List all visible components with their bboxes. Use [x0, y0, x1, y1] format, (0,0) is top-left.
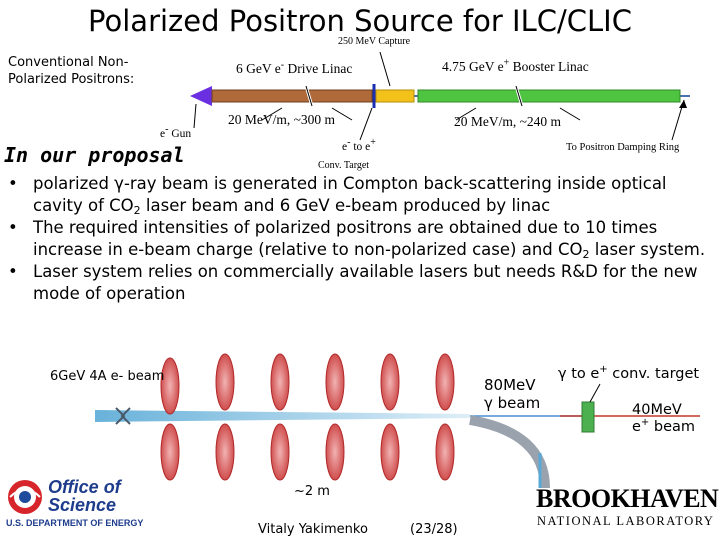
cavity-diagram	[95, 353, 700, 489]
drive-gradient-pointer	[261, 107, 283, 121]
positron-beam-label: 40MeV e+ beam	[632, 402, 696, 435]
doe-logo-icon	[8, 480, 42, 514]
laser-pulse	[380, 353, 400, 411]
capture-pointer	[379, 51, 391, 87]
laser-pulse	[270, 353, 290, 411]
booster-linac-label: 4.75 GeV e+ Booster Linac	[442, 57, 589, 74]
bnl-wordmark: BROOKHAVEN	[536, 484, 719, 513]
conventional-label: Conventional Non- Polarized Positrons:	[8, 54, 134, 88]
laser-pulses-lower	[160, 423, 455, 481]
laser-pulse	[160, 423, 180, 481]
capture-section	[375, 89, 415, 103]
bending-chamber	[469, 415, 550, 489]
doe-line2: Science	[48, 495, 117, 515]
break-mark-line	[305, 85, 313, 107]
electron-beam	[95, 410, 470, 422]
laser-pulse	[160, 357, 180, 415]
laser-pulse	[325, 423, 345, 481]
author-label: Vitaly Yakimenko	[258, 522, 368, 537]
drive-linac-label: 6 GeV e- Drive Linac	[236, 59, 353, 76]
target-pointer	[589, 383, 601, 403]
laser-pulse	[215, 423, 235, 481]
damping-ring-label: To Positron Damping Ring	[566, 142, 680, 153]
bullet-list: polarized γ-ray beam is generated in Com…	[6, 173, 712, 305]
proposal-heading: In our proposal	[4, 143, 185, 167]
electron-gun	[190, 86, 212, 106]
doe-wordmark: Office of Science	[48, 478, 121, 514]
laser-pulse	[435, 423, 455, 481]
conversion-label: e- to e+	[342, 137, 376, 153]
conventional-label-line2: Polarized Positrons:	[8, 72, 135, 87]
target-pointer	[359, 107, 373, 141]
arrow-head	[679, 100, 687, 108]
doe-logo-swoosh	[9, 488, 41, 498]
bullet-item: The required intensities of polarized po…	[6, 217, 712, 261]
conv-target-label: Conv. Target	[318, 160, 370, 171]
laser-pulses-upper	[160, 353, 455, 415]
laser-pulse	[270, 423, 290, 481]
drive-linac-bar	[211, 89, 373, 103]
laser-pulse	[435, 353, 455, 411]
laser-pulse	[380, 423, 400, 481]
booster-gradient-pointer	[455, 107, 477, 121]
booster-gradient-pointer	[559, 107, 581, 121]
capture-label: 250 MeV Capture	[338, 36, 411, 47]
linac-diagram	[190, 51, 690, 141]
doe-logo-core	[19, 491, 31, 503]
beam-focus-icon	[115, 407, 131, 425]
electron-beam-label: 6GeV 4A e- beam	[50, 369, 165, 384]
drive-gradient-label: 20 MeV/m, ~300 m	[228, 112, 336, 127]
bullet-item: polarized γ-ray beam is generated in Com…	[6, 173, 712, 217]
doe-subtitle: U.S. DEPARTMENT OF ENERGY	[6, 518, 144, 528]
booster-gradient-label: 20 MeV/m, ~240 m	[454, 114, 562, 129]
page-number: (23/28)	[410, 522, 458, 537]
conversion-target-block	[581, 401, 595, 433]
slide-title: Polarized Positron Source for ILC/CLIC	[88, 4, 632, 38]
laser-pulse	[215, 353, 235, 411]
distance-label: ~2 m	[294, 484, 330, 499]
break-mark-line	[515, 85, 523, 107]
gun-label: e- Gun	[160, 124, 192, 140]
doe-line1: Office of	[48, 477, 121, 497]
conventional-label-line1: Conventional Non-	[8, 55, 129, 70]
gun-pointer	[193, 103, 197, 129]
booster-linac-bar	[417, 89, 681, 103]
bullet-item: Laser system relies on commercially avai…	[6, 261, 712, 305]
bnl-subtitle: NATIONAL LABORATORY	[537, 514, 715, 528]
gamma-beam-label: 80MeV γ beam	[484, 376, 541, 412]
laser-pulse	[325, 353, 345, 411]
target-label: γ to e+ conv. target	[558, 364, 700, 382]
drive-gradient-pointer	[331, 107, 353, 121]
